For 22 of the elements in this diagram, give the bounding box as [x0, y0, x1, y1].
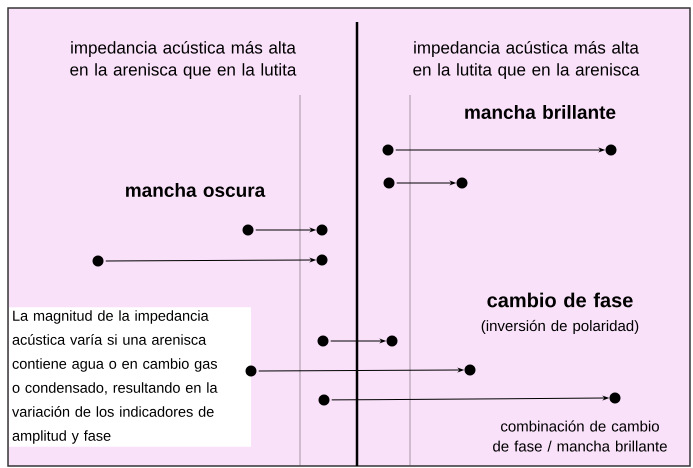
dot — [316, 224, 328, 236]
dot — [386, 335, 398, 346]
dot — [382, 144, 394, 156]
note-box: La magnitud de la impedancia acústica varía si una arenisca contiene agua o en cambio gas o condensado, resultando en la variación de los indicadores de amplitud y fase — [9, 307, 251, 447]
dot — [610, 392, 620, 404]
dot — [318, 394, 330, 406]
dot — [316, 254, 328, 266]
dot — [464, 364, 476, 376]
dot — [606, 144, 616, 156]
category-subtitle: (inversión de polaridad) — [482, 320, 638, 334]
dot — [384, 178, 394, 188]
column-heading: impedancia acústica más alta en la lutita que en la arenisca — [413, 40, 640, 80]
category-label: cambio de fase — [487, 292, 633, 308]
dot — [456, 178, 468, 188]
category-label: mancha oscura — [126, 183, 266, 197]
dot — [92, 256, 104, 266]
column-heading: impedancia acústica más alta en la arenisca que en la lutita — [70, 40, 296, 80]
dot — [318, 335, 328, 346]
category-label: mancha brillante — [465, 105, 616, 119]
dot — [246, 365, 256, 376]
category-label: combinación de cambio de fase / mancha brillante — [493, 420, 667, 452]
dot — [242, 224, 254, 236]
